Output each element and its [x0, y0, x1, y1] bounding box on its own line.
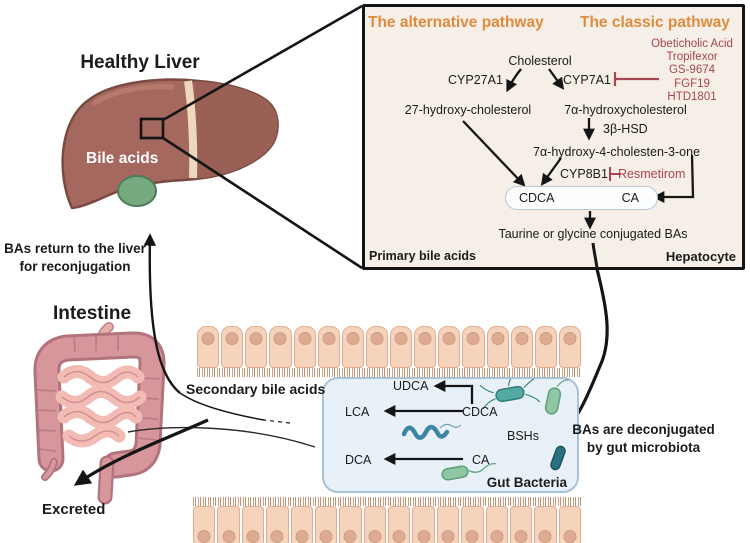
bacterium-rod-icon [479, 379, 541, 410]
drug-item: FGF19 [674, 77, 710, 90]
node-7a-hydroxy-4-cholesten-3-one: 7α-hydroxy-4-cholesten-3-one [533, 145, 701, 159]
epithelial-cell [293, 326, 316, 368]
epithelium-row-bottom [193, 497, 581, 543]
magnifier-line-bottom [162, 136, 363, 270]
epithelial-cell [509, 506, 533, 543]
epithelial-cell [534, 506, 557, 543]
magnifier-line-top [162, 4, 363, 122]
epithelial-cell [438, 326, 461, 368]
epithelial-cell [314, 506, 338, 543]
enzyme-cyp27a1: CYP27A1 [448, 73, 503, 87]
epithelial-cell [269, 326, 292, 368]
hepatocyte-label: Hepatocyte [665, 249, 736, 264]
epithelial-cell [317, 326, 340, 368]
return-arrow [143, 233, 291, 424]
node-udca: UDCA [393, 379, 429, 393]
leader-line [127, 426, 316, 448]
epithelial-cell [217, 506, 240, 543]
intestine-title: Intestine [52, 303, 132, 324]
node-dca: DCA [345, 453, 372, 467]
pathway-arrows [462, 68, 695, 267]
bas-return-line1: BAs return to the liver [4, 241, 146, 256]
drug-item: Obeticholic Acid [651, 38, 733, 50]
primary-bile-acids-label: Primary bile acids [369, 249, 477, 263]
epithelial-cell [558, 506, 581, 543]
drug-item: GS-9674 [668, 64, 716, 77]
hepatocyte-pathway-box: The alternative pathway The classic path… [362, 4, 745, 270]
drug-item: Tropifexor [666, 51, 718, 64]
bas-return-line2: for reconjugation [19, 258, 131, 274]
bacterium-capsule-icon [544, 379, 569, 415]
brush-border [197, 368, 581, 377]
epithelial-cell [339, 506, 362, 543]
epithelium-row-top [197, 326, 581, 377]
conjugated-bas-exit-line [591, 242, 599, 267]
epithelial-cell [485, 506, 508, 543]
bas-deconjugated-line2: by gut microbiota [586, 439, 701, 455]
epithelial-cell [245, 326, 268, 368]
magnifier-square [139, 117, 165, 140]
brush-border [193, 497, 581, 506]
epithelial-cell [462, 326, 485, 368]
epithelial-cell [363, 506, 386, 543]
primary-bile-acid-pill: CDCA CA [505, 186, 658, 210]
epithelial-cell [365, 326, 388, 368]
classic-pathway-title: The classic pathway [580, 14, 730, 31]
epithelial-cell [266, 506, 289, 543]
epithelial-cell [241, 506, 265, 543]
gut-box-art [383, 379, 569, 481]
node-ca-gut: CA [472, 453, 490, 467]
bile-acids-label: Bile acids [86, 150, 159, 167]
healthy-liver-title: Healthy Liver [80, 52, 200, 73]
node-7a-hydroxycholesterol: 7α-hydroxycholesterol [564, 103, 687, 117]
gut-bacteria-box: UDCA LCA CDCA BSHs DCA CA Gut Bacteria [322, 377, 579, 493]
node-cdca: CDCA [519, 191, 555, 205]
epithelial-cell [486, 326, 509, 368]
bacterium-spirochete-icon [401, 424, 450, 440]
node-cholesterol: Cholesterol [508, 54, 572, 68]
bacterium-flagellum-icon [439, 423, 462, 429]
intestine-icon [33, 322, 166, 505]
epithelial-cell [197, 326, 220, 368]
epithelial-cell [388, 506, 411, 543]
alternative-pathway-title: The alternative pathway [368, 14, 544, 31]
enzyme-3b-hsd: 3β-HSD [603, 122, 648, 136]
bas-return-annotation: BAs return to the liver for reconjugatio… [0, 240, 150, 275]
epithelial-cell [414, 326, 437, 368]
bacterium-capsule-icon [441, 462, 497, 481]
node-lca: LCA [345, 405, 370, 419]
node-27-hydroxy-cholesterol: 27-hydroxy-cholesterol [404, 103, 532, 117]
epithelial-cell [534, 326, 557, 368]
bas-deconjugated-annotation: BAs are deconjugated by gut microbiota [571, 421, 716, 456]
epithelial-cell [341, 326, 364, 368]
secondary-bile-acids-label: Secondary bile acids [186, 381, 326, 397]
gallbladder-icon [117, 175, 157, 207]
excreted-label: Excreted [42, 501, 106, 518]
node-cdca-gut: CDCA [462, 405, 498, 419]
epithelial-cell [290, 506, 313, 543]
drug-item: HTD1801 [667, 90, 717, 103]
epithelial-cell [558, 326, 581, 368]
inhibitor-drug-list: Obeticholic Acid Tropifexor GS-9674 FGF1… [648, 38, 736, 104]
epithelial-cell [461, 506, 484, 543]
drug-resmetirom: Resmetirom [618, 167, 686, 181]
epithelial-cell [193, 506, 216, 543]
node-conjugated-bas: Taurine or glycine conjugated BAs [498, 227, 688, 241]
epithelial-cell [221, 326, 244, 368]
epithelial-cell [412, 506, 435, 543]
gut-bacteria-label: Gut Bacteria [486, 475, 567, 490]
excreted-arrow [73, 418, 209, 486]
node-bshs: BSHs [507, 429, 539, 443]
epithelial-cell [510, 326, 533, 368]
bas-deconjugated-line1: BAs are deconjugated [572, 422, 715, 437]
epithelial-cell [390, 326, 413, 368]
epithelial-cell [436, 506, 460, 543]
enzyme-cyp8b1: CYP8B1 [560, 167, 608, 181]
node-ca: CA [621, 191, 639, 205]
enzyme-cyp7a1: CYP7A1 [563, 73, 611, 87]
bacterium-dark-rod-icon [550, 445, 566, 471]
